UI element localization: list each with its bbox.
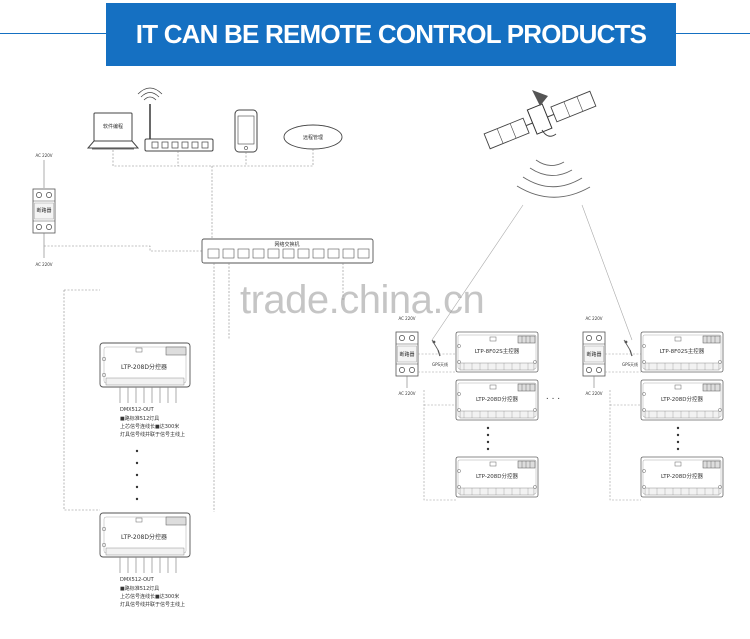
group-a-breaker-label: 断路器 [399, 351, 414, 358]
group-b-unit-1-label: LTP-208D分控器 [661, 395, 704, 403]
router-icon [137, 87, 214, 152]
output2-line2: 上芯信号连线长■达300米 [120, 593, 179, 600]
banner-line-left [0, 33, 106, 34]
controller-left-1 [99, 342, 191, 388]
left-vertical-dots [135, 449, 139, 501]
group-a-power-top: AC 220V [398, 316, 415, 321]
group-b-breaker-label: 断路器 [586, 351, 601, 358]
group-a-wires [418, 353, 456, 501]
satellite-icon [483, 90, 597, 150]
group-b-power-bottom: AC 220V [585, 391, 602, 396]
group-b-unit-2-label: LTP-208D分控器 [661, 472, 704, 480]
output1-title: DMX512-OUT [120, 407, 155, 413]
controller-left-1-outputs [119, 387, 177, 403]
group-separator-ellipsis: . . . [546, 392, 560, 402]
group-a-power-bottom: AC 220V [398, 391, 415, 396]
controller-left-1-model: LTP-208D分控器 [121, 363, 167, 371]
group-b-antenna-label: GPS天线 [622, 361, 638, 367]
output2-title: DMX512-OUT [120, 577, 155, 583]
power-to-switch-wire [44, 245, 202, 252]
switch-label: 网络交换机 [274, 241, 299, 248]
breaker-left-label: 断路器 [36, 207, 51, 214]
group-b-gps-antenna-icon [623, 339, 633, 357]
group-b-master-label: LTP-8F02S主控器 [660, 347, 705, 355]
controller-left-2-model: LTP-208D分控器 [121, 533, 167, 541]
power-left-bottom-label: AC 220V [35, 262, 52, 267]
banner-line-right [676, 33, 750, 34]
power-left-top-label: AC 220V [35, 153, 52, 158]
group-a-master-label: LTP-8F02S主控器 [475, 347, 520, 355]
signal-waves-icon [516, 159, 591, 198]
network-switch [201, 238, 374, 264]
title-banner: IT CAN BE REMOTE CONTROL PRODUCTS [106, 3, 676, 66]
top-connections [112, 149, 314, 238]
group-a-unit-2-label: LTP-208D分控器 [476, 472, 519, 480]
laptop-label: 软件编程 [103, 123, 123, 130]
laptop-icon [86, 112, 140, 150]
satellite-downlinks [431, 204, 633, 341]
group-a-antenna-label: GPS天线 [432, 361, 448, 367]
output1-line1: ■路标准512灯具 [120, 415, 159, 422]
switch-down-wires [63, 263, 344, 512]
output1-line3: 灯具信号线并联于信号主线上 [120, 431, 185, 438]
group-b-power-top: AC 220V [585, 316, 602, 321]
banner-title: IT CAN BE REMOTE CONTROL PRODUCTS [135, 19, 647, 49]
group-a-gps-antenna-icon [431, 339, 441, 357]
output1-line2: 上芯信号连线长■达300米 [120, 423, 179, 430]
output2-line1: ■路标准512灯具 [120, 585, 159, 592]
output2-line3: 灯具信号线并联于信号主线上 [120, 601, 185, 608]
cloud-label: 远程管理 [303, 134, 323, 141]
group-a-dots [486, 426, 490, 451]
group-b-dots [676, 426, 680, 451]
controller-left-2-outputs [119, 557, 177, 573]
controller-left-2 [99, 512, 191, 558]
phone-icon [234, 109, 258, 153]
watermark-text: trade.china.cn [240, 278, 485, 322]
group-a-unit-1-label: LTP-208D分控器 [476, 395, 519, 403]
group-b-wires [605, 353, 641, 501]
